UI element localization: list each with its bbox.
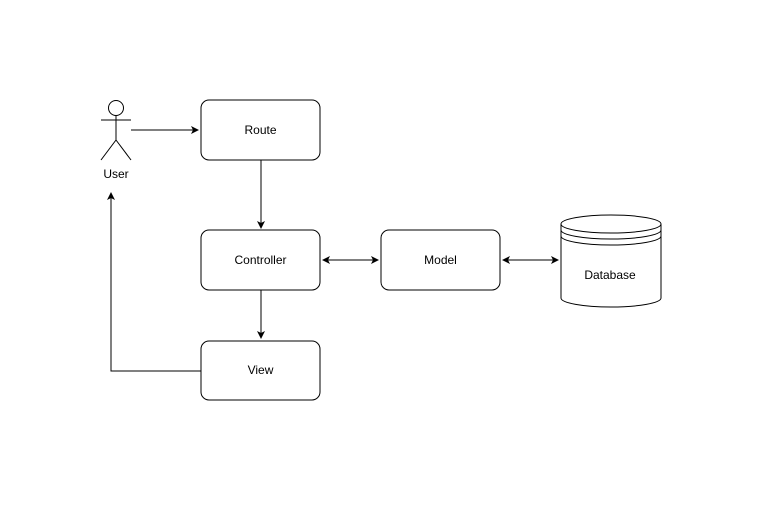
database-cylinder-ring-1: [560, 229, 662, 240]
node-database[interactable]: Database: [560, 214, 662, 308]
node-user-label: User: [103, 167, 128, 181]
node-view-label: View: [248, 363, 274, 377]
node-model[interactable]: Model: [380, 229, 501, 291]
database-cylinder-ring-2: [560, 235, 662, 246]
node-controller[interactable]: Controller: [200, 229, 321, 291]
edge-view-to-user[interactable]: [107, 192, 201, 372]
database-cylinder-top: [560, 214, 662, 234]
node-model-label: Model: [424, 253, 457, 267]
node-database-label: Database: [584, 268, 636, 282]
node-controller-label: Controller: [234, 253, 286, 267]
node-route-label: Route: [244, 123, 276, 137]
node-route[interactable]: Route: [200, 99, 321, 161]
actor-icon: [100, 100, 132, 161]
node-user[interactable]: [100, 100, 132, 161]
node-view[interactable]: View: [200, 340, 321, 401]
edges: [107, 126, 559, 372]
database-cylinder-body: [560, 224, 662, 308]
